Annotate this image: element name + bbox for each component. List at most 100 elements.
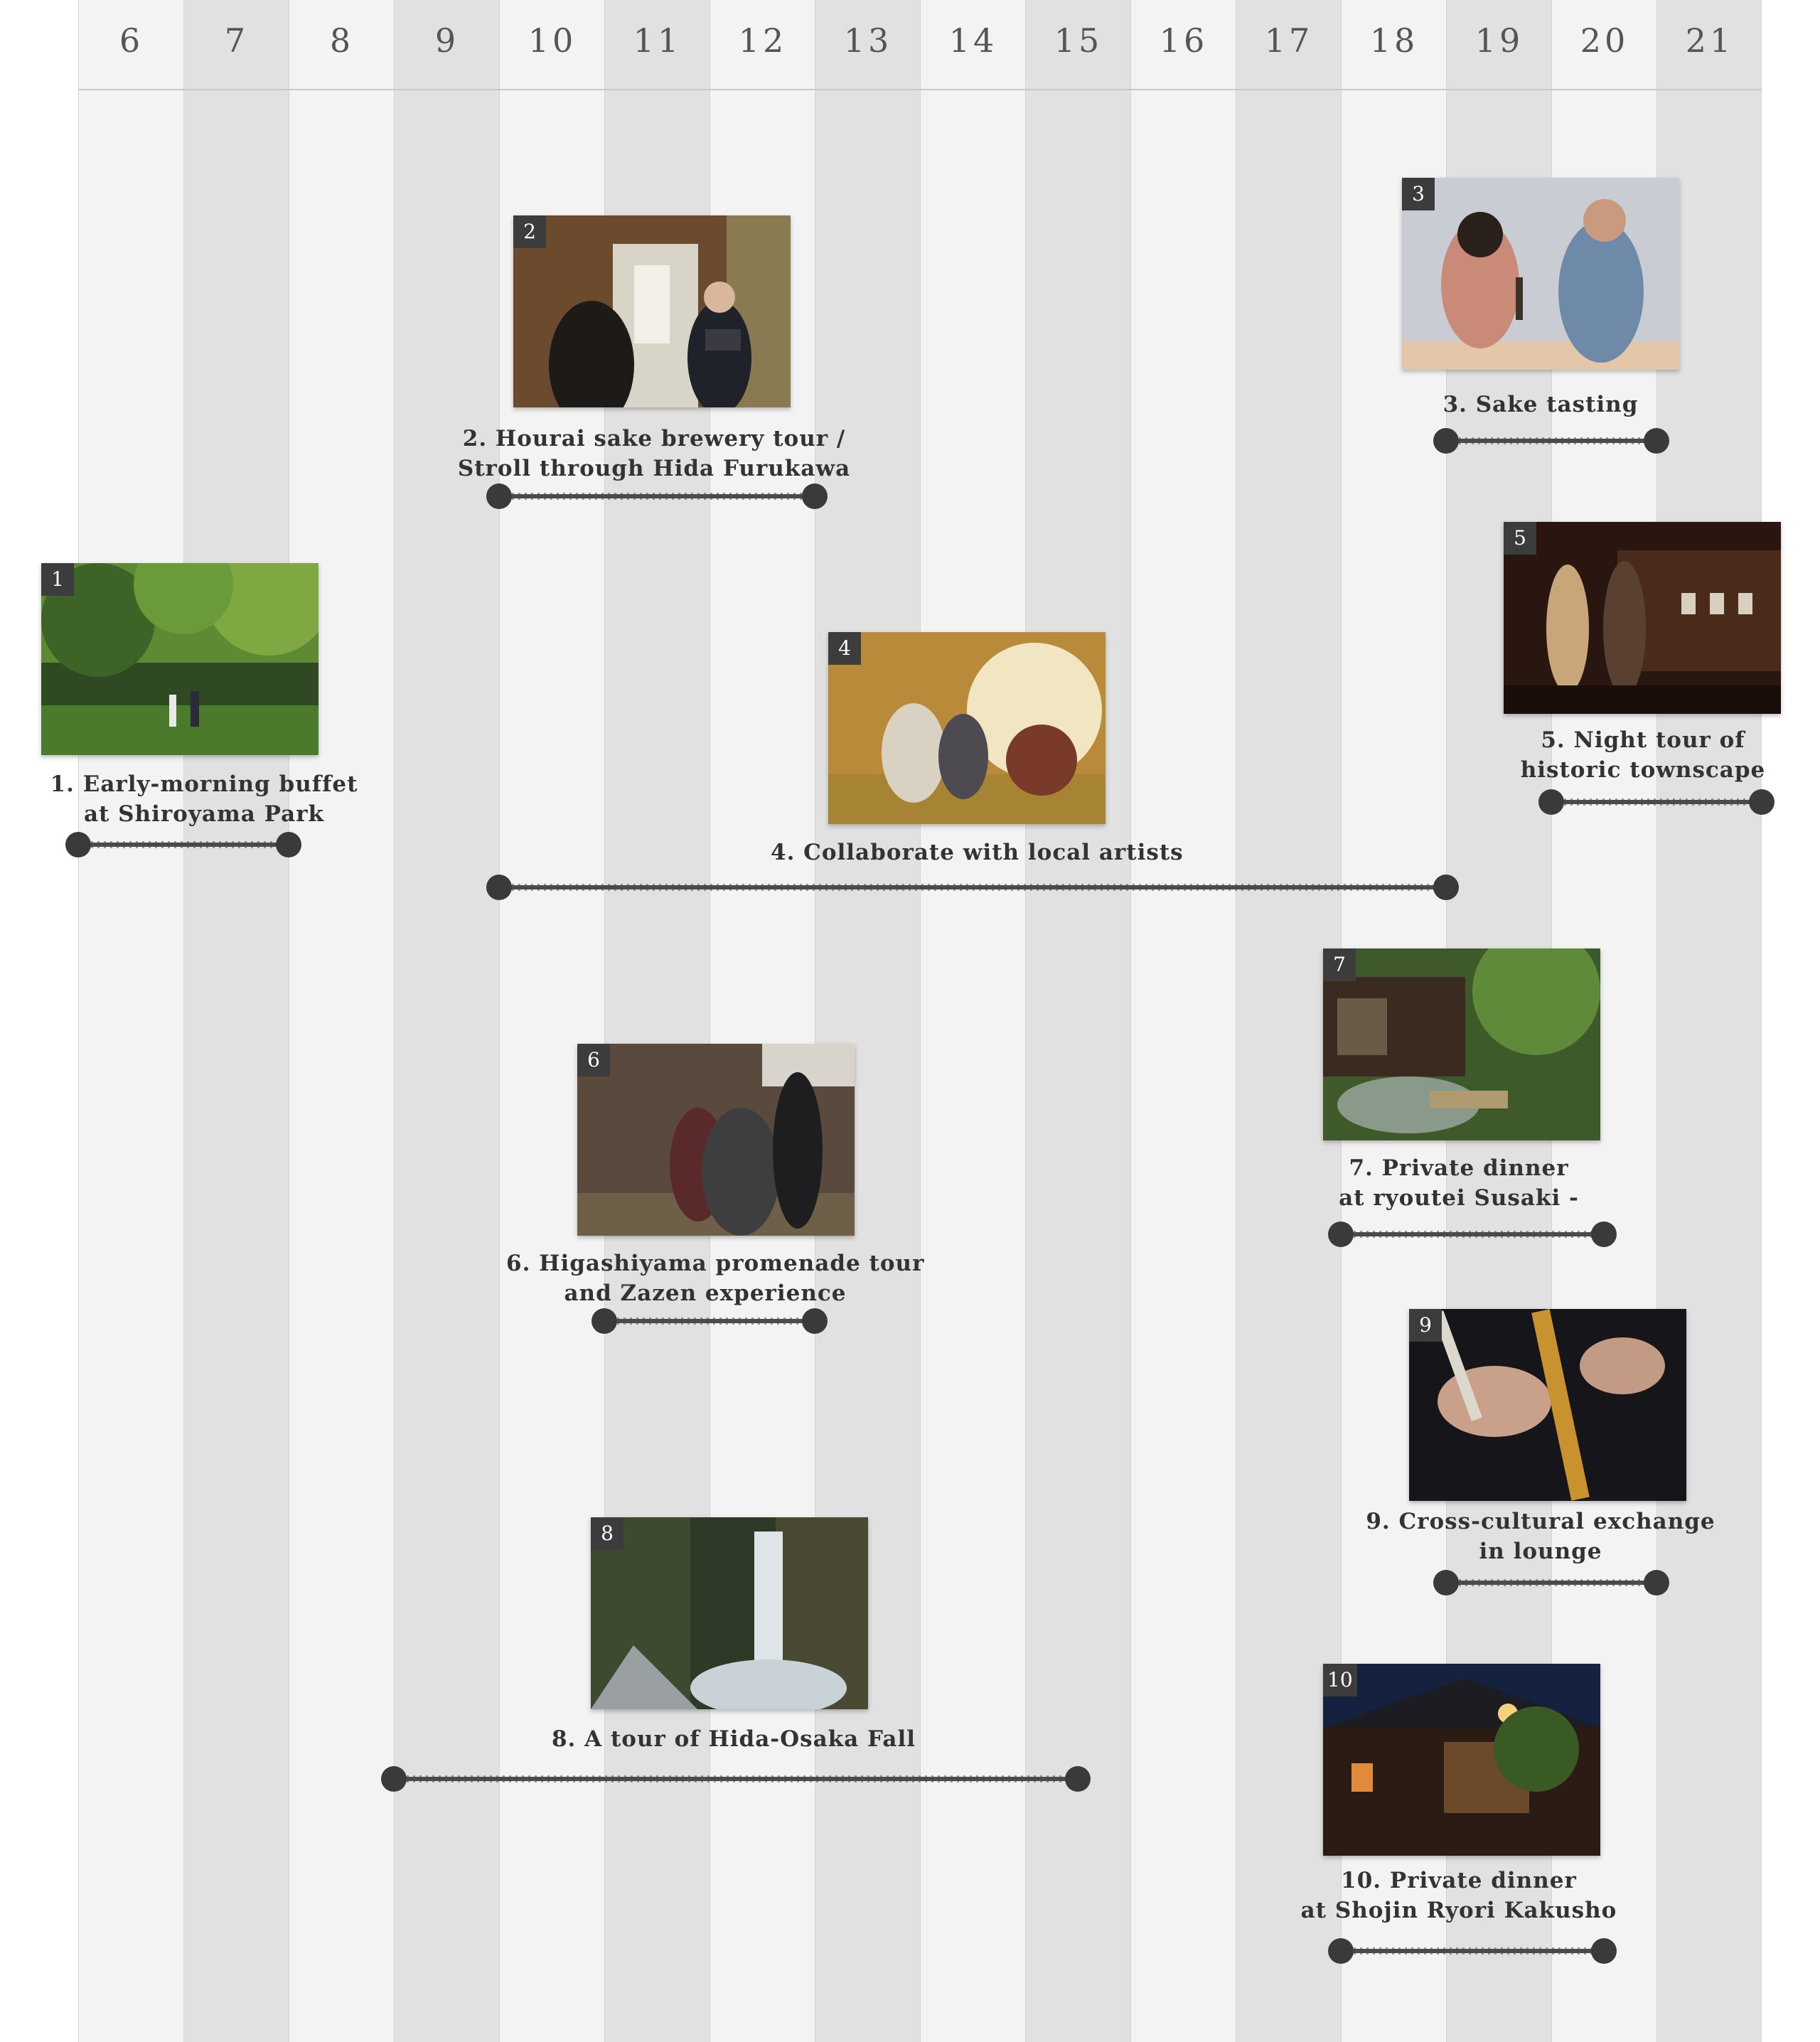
activity-subtitle-7: at ryoutei Susaki -: [1339, 1185, 1579, 1211]
end-marker-5: [1749, 789, 1774, 815]
hour-label-14: 14: [948, 21, 998, 60]
activity-number-1: 1: [41, 563, 74, 596]
activity-caption-9: 9. Cross-cultural exchange in lounge: [1342, 1507, 1740, 1566]
activity-caption-3: 3. Sake tasting: [1342, 390, 1740, 419]
activity-photo-8[interactable]: 8: [591, 1517, 868, 1709]
start-marker-5: [1538, 789, 1564, 815]
duration-bar-9: [1433, 1570, 1669, 1595]
end-marker-6: [802, 1308, 828, 1334]
duration-line-6: [604, 1317, 815, 1325]
activity-number-6: 6: [577, 1044, 610, 1076]
activity-title-10: 10. Private dinner: [1341, 1868, 1577, 1893]
duration-line-10: [1341, 1947, 1604, 1955]
end-marker-10: [1591, 1938, 1617, 1964]
activity-title-1: 1. Early-morning buffet: [50, 771, 358, 797]
end-marker-7: [1591, 1222, 1617, 1247]
activity-subtitle-5: historic townscape: [1520, 757, 1766, 783]
duration-bar-7: [1328, 1222, 1617, 1247]
activity-number-3: 3: [1402, 178, 1435, 210]
duration-line-3: [1446, 437, 1656, 444]
duration-bar-6: [592, 1308, 828, 1334]
activity-caption-8: 8. A tour of Hida-Osaka Fall: [535, 1724, 933, 1754]
duration-bar-4: [486, 875, 1459, 900]
activity-caption-7: 7. Private dinner at ryoutei Susaki -: [1260, 1153, 1658, 1213]
activity-number-10: 10: [1323, 1664, 1357, 1696]
activity-title-5: 5. Night tour of: [1541, 727, 1745, 753]
hour-label-7: 7: [224, 21, 250, 60]
activity-title-3: 3. Sake tasting: [1442, 392, 1639, 417]
activity-title-9: 9. Cross-cultural exchange: [1366, 1509, 1715, 1534]
hour-column-14: 14: [920, 0, 1025, 2042]
activity-title-6: 6. Higashiyama promenade tour: [506, 1251, 925, 1276]
end-marker-8: [1065, 1766, 1091, 1792]
activity-title-4: 4. Collaborate with local artists: [771, 840, 1184, 865]
activity-subtitle-6: and Zazen experience: [564, 1281, 847, 1306]
activity-caption-5: 5. Night tour of historic townscape: [1444, 725, 1820, 785]
start-marker-2: [486, 483, 512, 509]
activity-number-5: 5: [1504, 522, 1536, 555]
activity-number-9: 9: [1409, 1309, 1442, 1342]
end-marker-4: [1433, 875, 1459, 900]
hour-label-18: 18: [1369, 21, 1419, 60]
start-marker-1: [65, 832, 91, 857]
hour-label-8: 8: [329, 21, 355, 60]
hour-label-15: 15: [1054, 21, 1103, 60]
activity-subtitle-9: in lounge: [1479, 1539, 1602, 1564]
activity-photo-4[interactable]: 4: [828, 632, 1106, 824]
activity-photo-10[interactable]: 10: [1323, 1664, 1600, 1856]
duration-bar-2: [486, 483, 828, 509]
duration-bar-1: [65, 832, 301, 857]
activity-caption-6: 6. Higashiyama promenade tour and Zazen …: [506, 1249, 925, 1308]
activity-caption-4: 4. Collaborate with local artists: [771, 838, 1184, 867]
hour-label-13: 13: [843, 21, 893, 60]
activity-caption-2: 2. Hourai sake brewery tour / Stroll thr…: [455, 424, 853, 483]
duration-line-1: [78, 841, 289, 848]
start-marker-9: [1433, 1570, 1459, 1595]
duration-bar-3: [1433, 428, 1669, 454]
activity-number-7: 7: [1323, 948, 1356, 981]
hour-label-11: 11: [633, 21, 682, 60]
start-marker-8: [381, 1766, 407, 1792]
activity-photo-3[interactable]: 3: [1402, 178, 1679, 370]
activity-title-2: 2. Hourai sake brewery tour /: [462, 426, 846, 451]
start-marker-10: [1328, 1938, 1354, 1964]
hour-label-6: 6: [119, 21, 144, 60]
hour-column-9: 9: [394, 0, 499, 2042]
hour-label-16: 16: [1159, 21, 1209, 60]
duration-line-2: [499, 493, 815, 500]
activity-number-2: 2: [513, 215, 546, 248]
activity-caption-1: 1. Early-morning buffet at Shiroyama Par…: [5, 769, 403, 829]
activity-caption-10: 10. Private dinner at Shojin Ryori Kakus…: [1260, 1866, 1658, 1925]
hour-label-10: 10: [528, 21, 577, 60]
activity-photo-5[interactable]: 5: [1504, 522, 1781, 714]
hour-column-8: 8: [289, 0, 394, 2042]
hour-label-20: 20: [1580, 21, 1629, 60]
start-marker-4: [486, 875, 512, 900]
hour-label-21: 21: [1685, 21, 1735, 60]
activity-photo-1[interactable]: 1: [41, 563, 318, 755]
hour-column-6: 6: [78, 0, 183, 2042]
start-marker-6: [592, 1308, 617, 1334]
activity-subtitle-1: at Shiroyama Park: [83, 801, 325, 827]
end-marker-1: [276, 832, 301, 857]
hour-label-9: 9: [434, 21, 460, 60]
end-marker-3: [1644, 428, 1669, 454]
activity-title-8: 8. A tour of Hida-Osaka Fall: [551, 1726, 916, 1752]
activity-photo-9[interactable]: 9: [1409, 1309, 1686, 1501]
activity-title-7: 7. Private dinner: [1349, 1155, 1569, 1181]
duration-line-7: [1341, 1231, 1604, 1238]
hour-label-17: 17: [1264, 21, 1314, 60]
start-marker-7: [1328, 1222, 1354, 1247]
activity-number-4: 4: [828, 632, 861, 665]
end-marker-2: [802, 483, 828, 509]
duration-line-9: [1446, 1579, 1656, 1586]
hour-label-12: 12: [738, 21, 788, 60]
header-divider: [78, 89, 1762, 90]
start-marker-3: [1433, 428, 1459, 454]
activity-photo-2[interactable]: 2: [513, 215, 791, 407]
activity-photo-6[interactable]: 6: [577, 1044, 855, 1236]
duration-bar-8: [381, 1766, 1091, 1792]
duration-line-4: [499, 884, 1446, 891]
activity-photo-7[interactable]: 7: [1323, 948, 1600, 1140]
